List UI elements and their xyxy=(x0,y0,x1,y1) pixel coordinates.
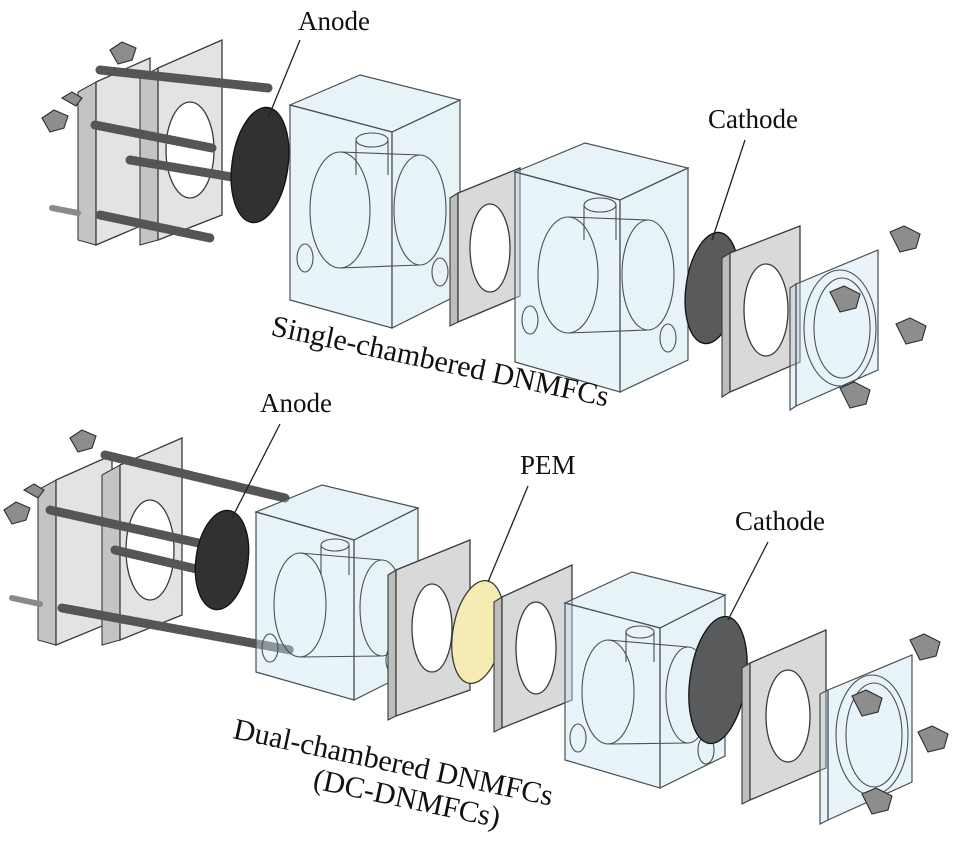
dual-chamber-assembly: Anode PEM Cathode Dual-chambered DNMFCs … xyxy=(3,388,949,834)
dual-pem-label: PEM xyxy=(520,450,576,480)
dual-gasket-3 xyxy=(741,629,827,805)
single-cathode-label: Cathode xyxy=(708,104,798,134)
dual-right-wing-nuts xyxy=(851,633,949,815)
single-gasket-1 xyxy=(449,167,521,327)
single-anode-label: Anode xyxy=(298,6,370,36)
single-cathode-leader xyxy=(711,139,746,241)
dual-anode-electrode xyxy=(194,509,250,611)
dual-pem-leader xyxy=(487,485,529,583)
dual-cathode-label: Cathode xyxy=(735,506,825,536)
single-anode-electrode xyxy=(230,106,290,224)
dual-cathode-leader xyxy=(727,541,769,621)
dual-gasket-2 xyxy=(493,563,573,733)
single-end-frame xyxy=(789,249,879,412)
single-chamber-2 xyxy=(513,142,690,393)
single-left-wing-nuts xyxy=(41,41,137,216)
single-gasket-2 xyxy=(721,225,801,398)
single-chamber-assembly: Anode Cathode Single-chambered DNMFCs xyxy=(41,6,927,413)
single-end-plate xyxy=(77,39,223,246)
dual-gasket-1 xyxy=(387,539,471,721)
dual-left-wing-nuts xyxy=(3,429,97,607)
single-chamber-1 xyxy=(288,74,462,329)
single-anode-leader xyxy=(267,39,301,119)
dual-anode-label: Anode xyxy=(260,388,332,418)
dual-anode-leader xyxy=(231,423,281,519)
dual-end-plate xyxy=(37,437,183,646)
single-right-wing-nuts xyxy=(829,225,927,409)
